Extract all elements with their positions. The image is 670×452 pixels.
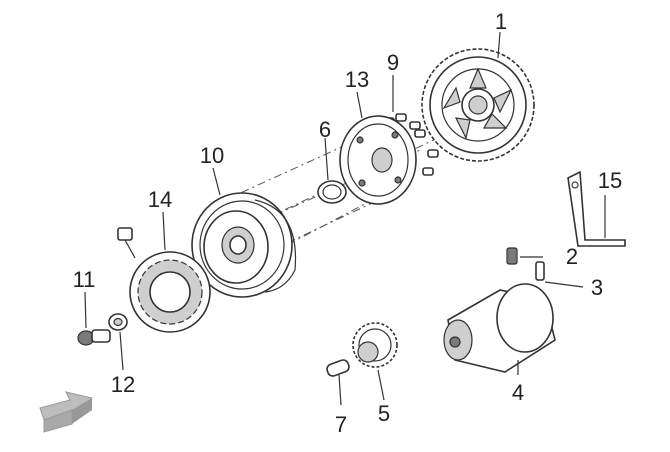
callout-15: 15 [598, 168, 622, 193]
callout-3: 3 [591, 275, 603, 300]
part-5-pinion-gear [352, 322, 398, 368]
callout-labels: 1 2 3 4 5 6 7 9 10 11 12 13 14 15 [73, 9, 623, 437]
part-4-starter-motor [443, 283, 556, 373]
part-15-bracket [567, 170, 626, 247]
leader-lines [84, 31, 606, 406]
callout-10: 10 [200, 143, 224, 168]
callout-6: 6 [319, 117, 331, 142]
callout-2: 2 [566, 244, 578, 269]
callout-1: 1 [495, 9, 507, 34]
part-11-bolt [77, 329, 111, 346]
callout-11: 11 [73, 267, 96, 292]
part-3-stud [535, 261, 545, 281]
callout-14: 14 [148, 187, 172, 212]
part-6-ring [317, 180, 347, 204]
callout-7: 7 [335, 412, 347, 437]
callout-12: 12 [111, 372, 135, 397]
callout-9: 9 [387, 50, 399, 75]
direction-arrow-icon [39, 391, 93, 433]
part-10-flywheel [191, 192, 297, 298]
callout-5: 5 [378, 401, 390, 426]
callout-13: 13 [345, 67, 369, 92]
callout-4: 4 [512, 380, 524, 405]
part-7-pin [326, 359, 350, 377]
part-13-flange [339, 115, 417, 205]
part-14-stator [117, 227, 211, 333]
part-12-washer [108, 313, 128, 331]
part-1-starter-gear [421, 48, 535, 162]
part-2-stud [506, 247, 518, 265]
